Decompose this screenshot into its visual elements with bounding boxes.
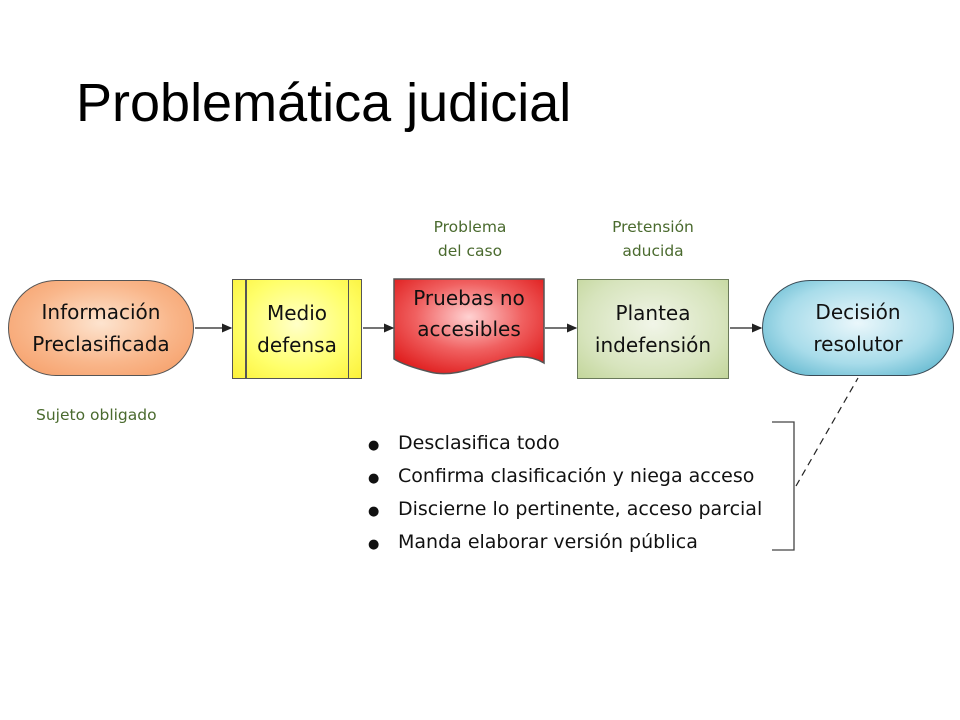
outcome-list: ●Desclasifica todo ●Confirma clasificaci… (368, 428, 762, 560)
bracket (772, 421, 795, 551)
slide-title: Problemática judicial (76, 73, 572, 133)
list-item: ●Confirma clasificación y niega acceso (368, 461, 762, 494)
caption-problema: Problema del caso (433, 218, 507, 260)
list-item: ●Discierne lo pertinente, acceso parcial (368, 494, 762, 527)
dashed-link (795, 377, 859, 487)
bullet-icon: ● (368, 471, 380, 486)
node-pruebas: Pruebas no accesibles (413, 286, 525, 341)
caption-pretension: Pretensión aducida (612, 218, 694, 260)
node-pruebas-shape (393, 278, 545, 375)
list-item: ●Desclasifica todo (368, 428, 762, 461)
bullet-icon: ● (368, 438, 380, 453)
caption-sujeto-obligado: Sujeto obligado (36, 406, 157, 424)
list-item: ●Manda elaborar versión pública (368, 527, 762, 560)
bullet-icon: ● (368, 537, 380, 552)
bullet-icon: ● (368, 504, 380, 519)
